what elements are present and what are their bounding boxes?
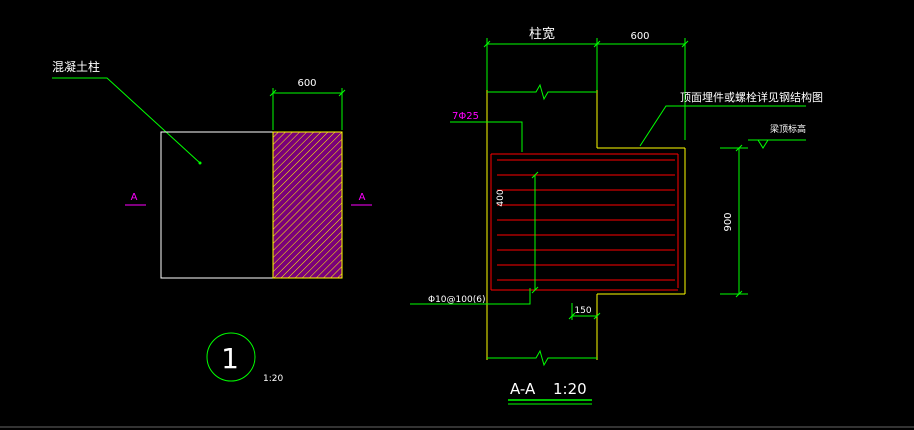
left-dim-600: 600 [269, 78, 346, 130]
elevation-marker: 梁顶标高 [748, 123, 806, 149]
section-mark-left: A [125, 192, 146, 206]
section-mark-right: A [351, 192, 372, 206]
detail-scale: 1:20 [263, 374, 283, 384]
section-dim-600-text: 600 [630, 31, 649, 42]
rebar-group [490, 153, 679, 291]
section-title-scale: 1:20 [553, 380, 587, 398]
break-line-top [487, 83, 597, 101]
concrete-outline [486, 90, 686, 360]
detail-number: 1 [221, 342, 239, 375]
rebar-stirrup-label: Φ10@100(6) [428, 295, 485, 305]
top-note-callout: 顶面埋件或螺栓详见钢结构图 [639, 90, 823, 147]
section-dim-top: 柱宽 600 [483, 26, 689, 140]
step-dim-150-text: 150 [574, 306, 591, 316]
detail-bubble [206, 332, 256, 382]
column-leader-line [52, 77, 201, 164]
svg-text:A: A [131, 192, 138, 203]
column-outline [160, 131, 274, 279]
section-view: 柱宽 600 [410, 26, 823, 405]
inner-dim-400: 400 [496, 171, 539, 294]
column-leader-label: 混凝土柱 [52, 59, 100, 74]
rebar-stirrup-callout: Φ10@100(6) [410, 288, 531, 305]
col-width-label: 柱宽 [529, 26, 555, 42]
elevation-label: 梁顶标高 [770, 123, 806, 135]
left-dim-600-text: 600 [297, 78, 316, 89]
section-title-block: A-A 1:20 [508, 380, 592, 405]
rebar-main-label: 7Φ25 [452, 111, 479, 122]
leader-dot [198, 161, 202, 165]
svg-text:A: A [359, 192, 366, 203]
rebar-main-callout: 7Φ25 [450, 111, 523, 152]
break-line-bottom [487, 349, 597, 367]
step-dim-150: 150 [568, 303, 601, 320]
section-title: A-A [510, 380, 536, 398]
top-note-text: 顶面埋件或螺栓详见钢结构图 [680, 90, 823, 104]
right-dim-900: 900 [720, 144, 748, 298]
inner-dim-400-text: 400 [496, 189, 506, 206]
hatched-extension [272, 131, 343, 279]
left-view: 混凝土柱 600 A A 1 1:20 [52, 59, 372, 384]
right-dim-900-text: 900 [723, 212, 734, 231]
